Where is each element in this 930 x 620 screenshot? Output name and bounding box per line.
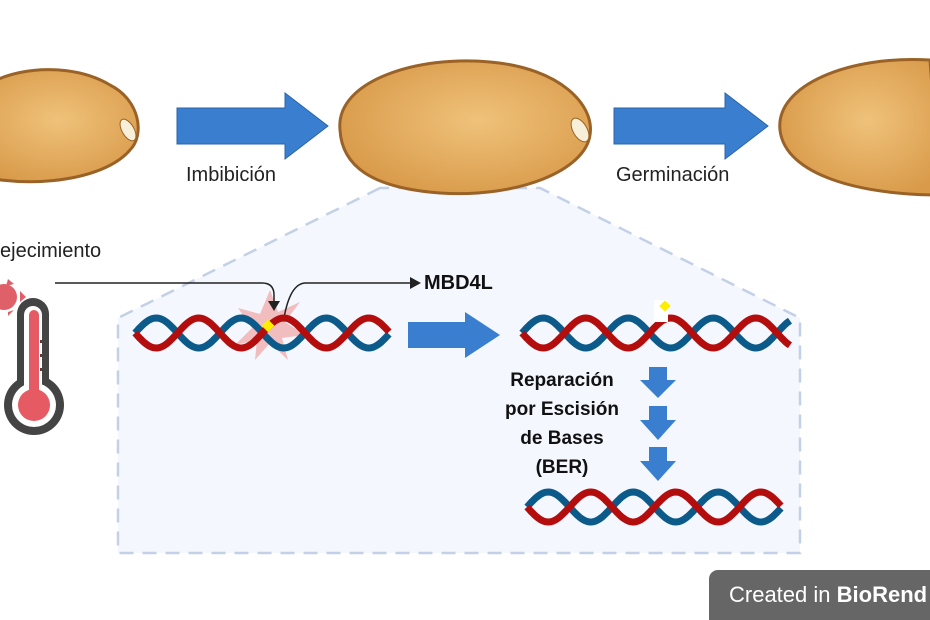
excised-base xyxy=(659,300,671,312)
badge-brand: BioRend xyxy=(836,582,928,607)
germination-arrow xyxy=(613,91,769,161)
biorender-badge[interactable]: Created in BioRend xyxy=(709,570,930,620)
ber-arrow-2 xyxy=(640,406,676,440)
dna-damaged xyxy=(132,314,392,352)
dna-repaired xyxy=(524,488,784,526)
seed-germinated xyxy=(778,57,930,197)
ber-line: (BER) xyxy=(535,457,589,478)
seed-dry xyxy=(0,68,140,184)
mbd4l-label: MBD4L xyxy=(424,272,493,294)
badge-prefix: Created in xyxy=(729,582,831,607)
seed-imbibed xyxy=(338,59,592,196)
imbibition-label: Imbibición xyxy=(186,164,277,186)
aging-arrowhead xyxy=(268,301,280,311)
zoom-panel xyxy=(116,186,802,555)
imbibition-arrow xyxy=(176,91,329,161)
thermometer-icon xyxy=(4,298,64,435)
mbd4l-arrowhead xyxy=(410,277,421,289)
lesion-marker xyxy=(261,319,275,333)
ber-arrow-3 xyxy=(640,447,676,481)
dna-excised xyxy=(519,314,793,352)
dna-strand-red xyxy=(524,488,784,526)
germination-label: Germinación xyxy=(616,164,730,186)
ber-arrow-1 xyxy=(640,367,676,398)
mbd4l-connector xyxy=(283,282,412,319)
aging-connector xyxy=(55,282,275,303)
aging-label: ejecimiento xyxy=(0,240,102,262)
ber-line: Reparación xyxy=(510,370,614,391)
dna-strand-red xyxy=(519,314,793,352)
dna-strand-red xyxy=(132,314,392,352)
heat-sun-icon xyxy=(0,279,26,316)
ber-label: Reparación por Escisión de Bases (BER) xyxy=(492,366,632,482)
excision-arrow xyxy=(408,312,500,358)
ber-line: de Bases xyxy=(520,428,604,449)
ber-line: por Escisión xyxy=(504,399,620,420)
